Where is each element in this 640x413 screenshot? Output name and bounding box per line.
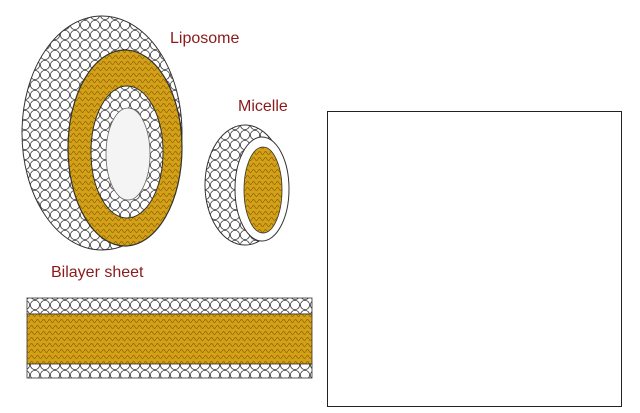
micelle-illustration — [204, 124, 290, 246]
bilayer-sheet-label: Bilayer sheet — [51, 264, 144, 281]
bilayer-sheet-illustration — [26, 297, 313, 379]
liposome-illustration — [21, 15, 183, 251]
liposome-label: Liposome — [170, 30, 240, 47]
cylindrical-micelle-panel — [327, 111, 622, 407]
micelle-label: Micelle — [238, 98, 288, 115]
